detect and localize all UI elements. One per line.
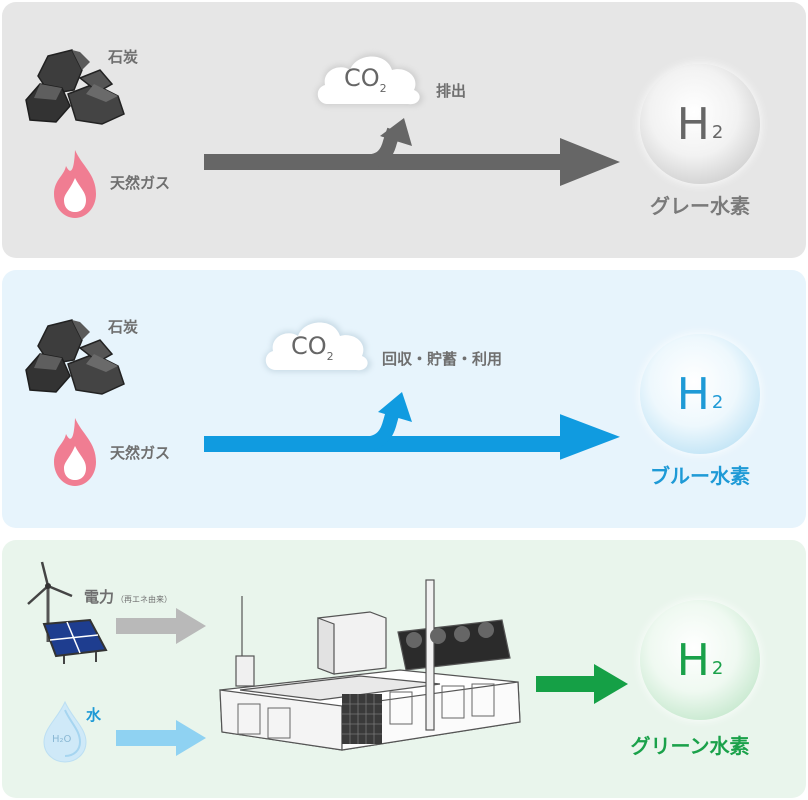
blue-process-arrow <box>204 392 620 460</box>
power-label: 電力（再エネ由来） <box>84 588 173 606</box>
co2-capture-label: 回収・貯蓄・利用 <box>382 350 503 368</box>
water-arrow <box>116 720 206 756</box>
solar-panel-icon <box>42 618 108 664</box>
cloud-icon <box>264 319 372 373</box>
coal-label: 石炭 <box>108 318 139 336</box>
gas-label: 天然ガス <box>110 444 171 462</box>
co2-label: CO2 <box>291 332 334 363</box>
power-arrow <box>116 608 206 644</box>
co2-label: CO2 <box>344 64 387 95</box>
blue-hydrogen-label: ブルー水素 <box>650 464 750 488</box>
co2-emission-label: 排出 <box>436 82 467 100</box>
water-drop-icon <box>43 700 87 763</box>
gray-process-arrow <box>204 118 620 186</box>
coal-icon <box>25 49 125 125</box>
green-hydrogen-label: グリーン水素 <box>630 734 750 758</box>
cloud-icon <box>316 53 424 107</box>
gray-hydrogen-label: グレー水素 <box>650 194 750 218</box>
electrolyzer-illustration <box>219 579 521 751</box>
coal-label: 石炭 <box>108 48 139 66</box>
green-process-arrow <box>536 664 628 704</box>
flame-icon <box>54 418 96 486</box>
coal-icon <box>25 319 125 395</box>
h2o-label: H₂O <box>52 734 72 745</box>
flame-icon <box>54 150 96 218</box>
water-label: 水 <box>86 706 102 724</box>
gas-label: 天然ガス <box>110 174 171 192</box>
